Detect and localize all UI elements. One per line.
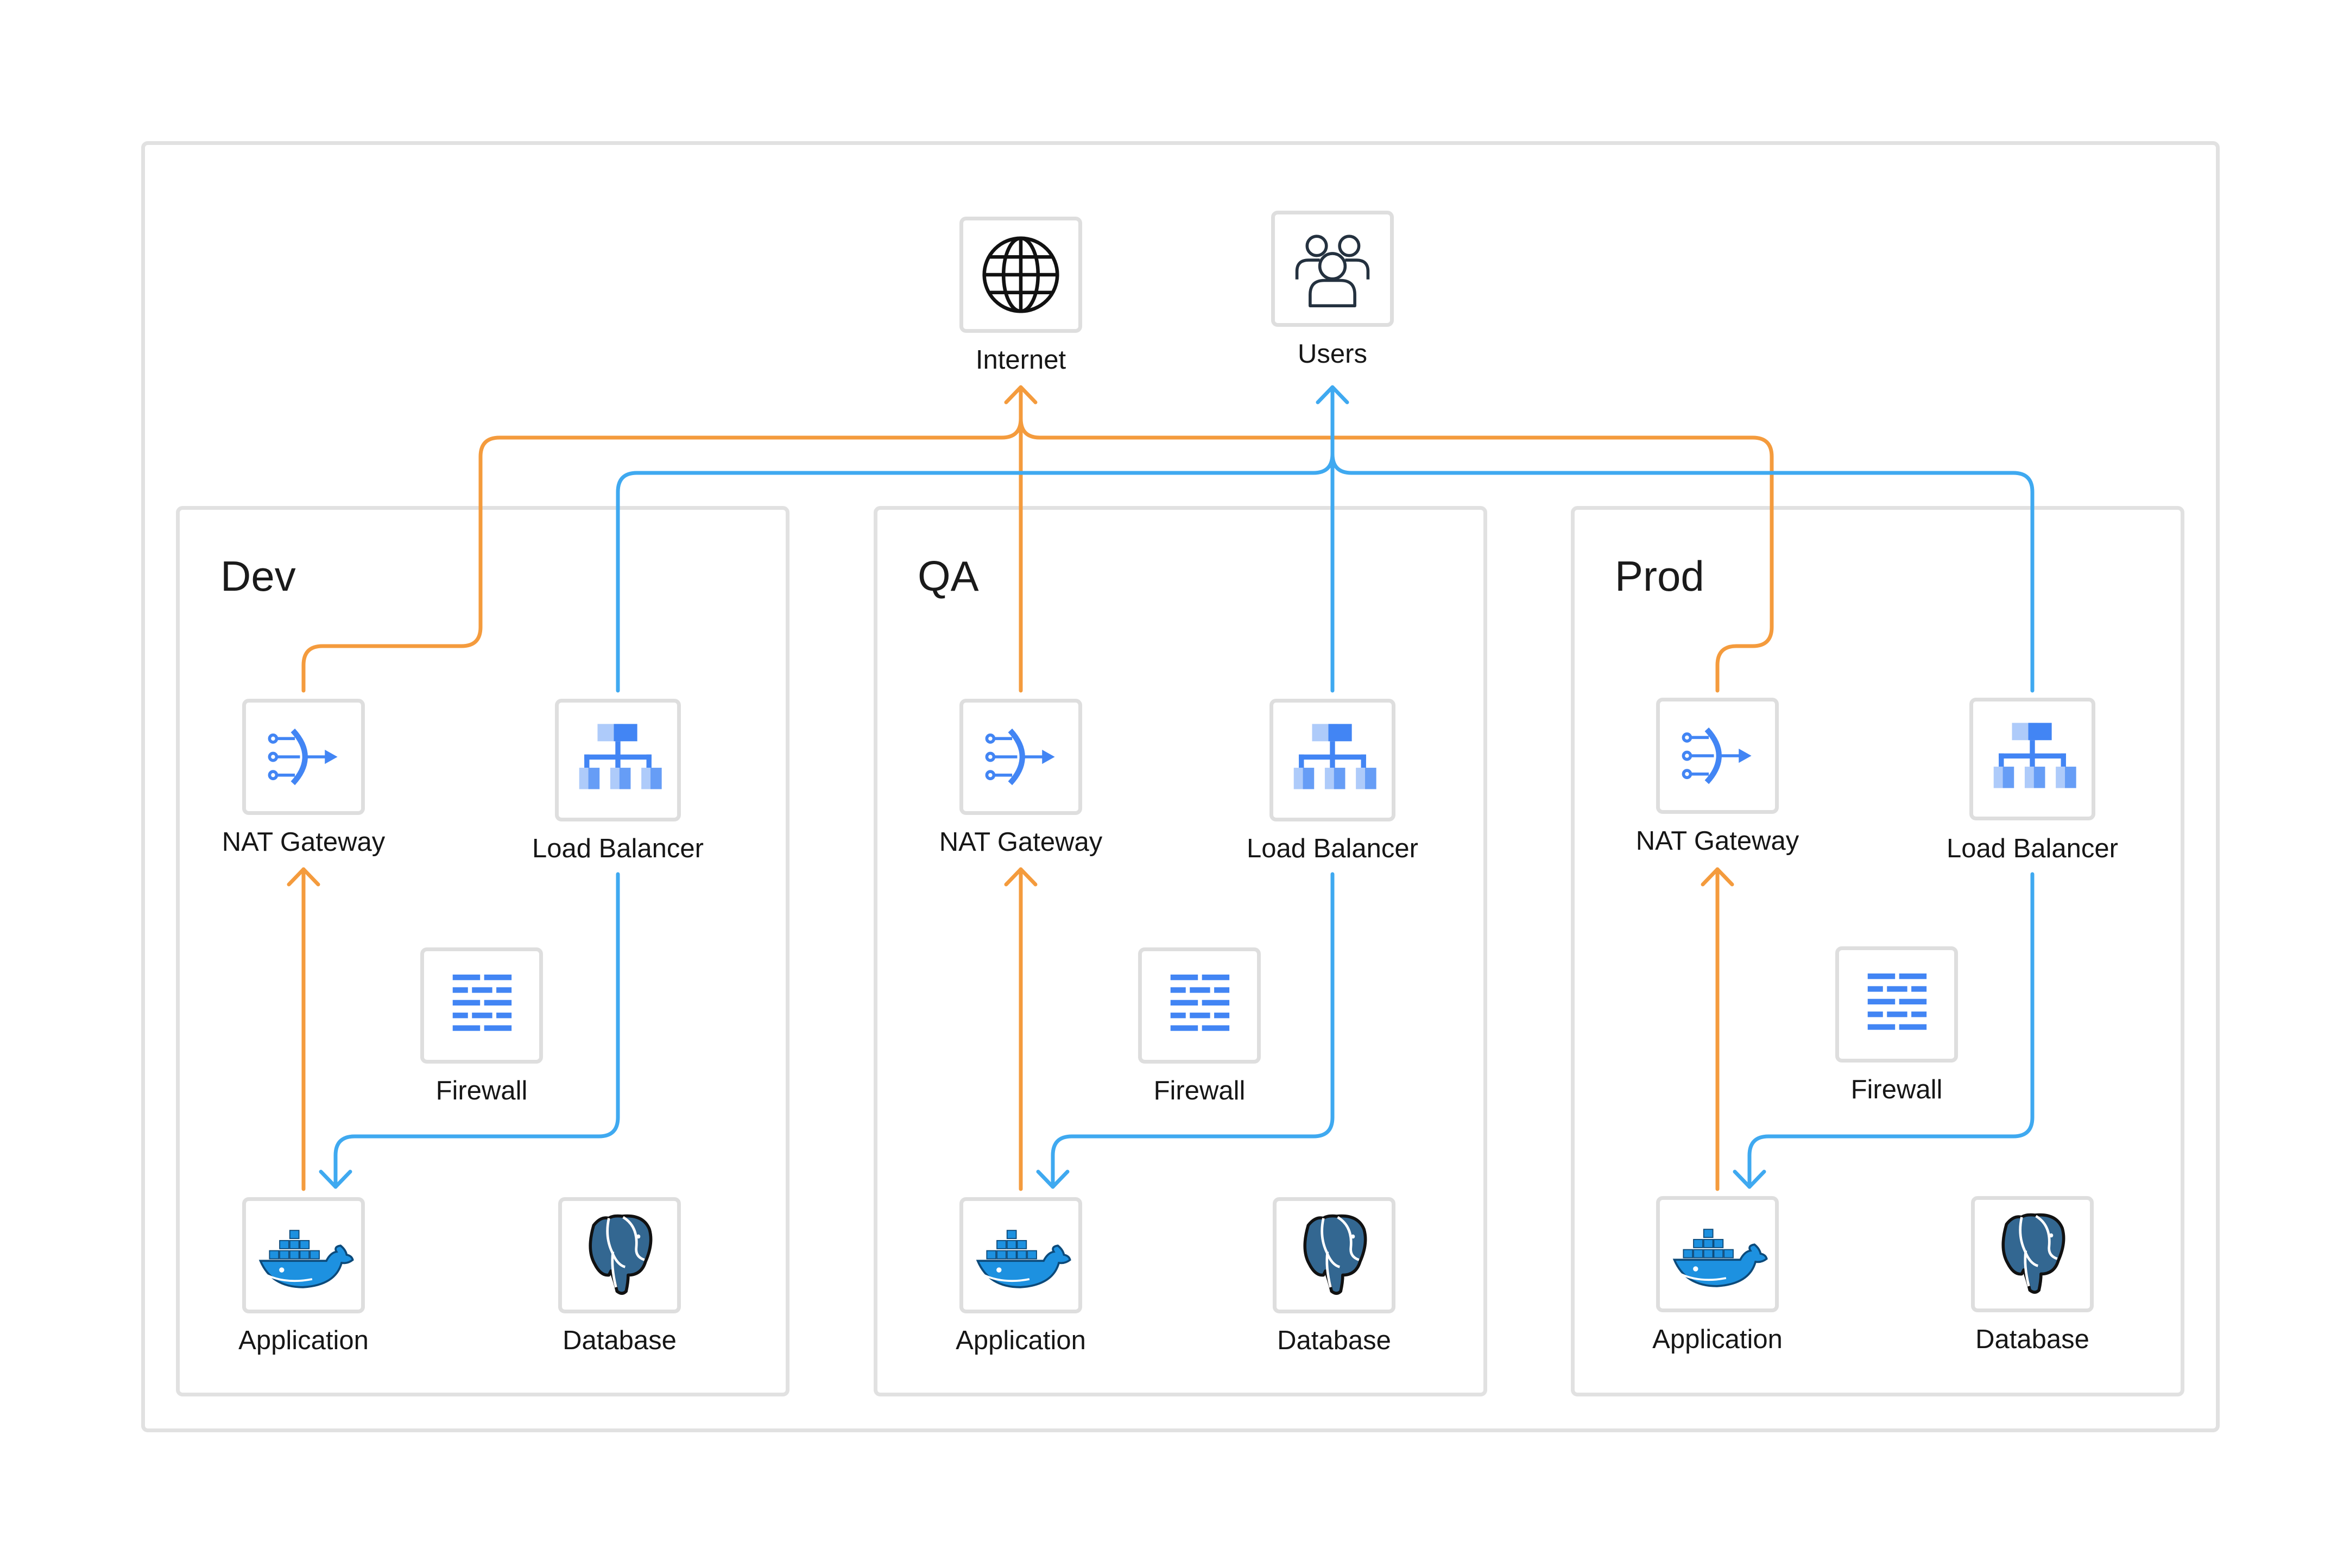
internet-arrowhead [1004,385,1038,404]
env-frame-prod [1571,506,2184,1396]
nat-gateway-tile-dev [242,699,365,815]
egress-path-prod [1019,416,1774,693]
load-balancer-tile-qa [1269,699,1395,821]
load-balancer-icon [1293,724,1376,789]
docker-whale-icon [1672,1229,1768,1287]
load-balancer-tile-dev [555,699,681,821]
firewall-tile-dev [420,947,543,1064]
env-title-qa: QA [918,552,979,600]
load-balancer-label-dev: Load Balancer [532,834,704,863]
postgresql-elephant-icon [1303,1214,1367,1295]
database-tile-prod [1971,1196,2094,1312]
nat-gateway-tile-qa [959,699,1082,815]
users-label: Users [1298,339,1367,369]
lb-to-app-qa [1051,872,1335,1189]
nat-gateway-label-prod: NAT Gateway [1635,826,1799,856]
nat-gateway-icon [268,728,338,786]
users-group-icon [1295,235,1370,308]
lb-to-app-prod-arrowhead [1733,1169,1766,1189]
database-label-prod: Database [1975,1325,2089,1354]
application-tile-dev [242,1197,365,1313]
application-label-prod: Application [1652,1325,1783,1354]
nat-gateway-tile-prod [1656,698,1779,814]
load-balancer-icon [579,724,662,789]
users-tile [1271,211,1394,327]
database-label-dev: Database [563,1326,677,1355]
lb-to-app-dev-arrowhead [319,1169,352,1189]
app-to-nat-dev-arrowhead [287,867,320,887]
application-tile-prod [1656,1196,1779,1312]
env-frame-dev [176,506,789,1396]
ingress-path-prod [1330,452,2035,693]
app-to-nat-qa-arrowhead [1004,867,1038,887]
firewall-icon [1867,973,1927,1030]
nat-gateway-icon [1682,727,1752,785]
env-title-dev: Dev [220,552,296,600]
database-tile-qa [1273,1197,1395,1313]
lb-to-app-dev [333,872,620,1189]
postgresql-elephant-icon [2001,1213,2065,1294]
internet-tile [959,217,1082,333]
docker-whale-icon [258,1230,354,1288]
postgresql-elephant-icon [589,1214,653,1295]
users-arrowhead [1316,385,1349,404]
firewall-label-dev: Firewall [435,1076,528,1105]
firewall-label-prod: Firewall [1850,1075,1943,1104]
globe-icon [982,236,1059,313]
load-balancer-label-qa: Load Balancer [1246,834,1418,863]
firewall-label-qa: Firewall [1153,1076,1246,1105]
outer-frame [141,141,2220,1432]
firewall-tile-prod [1835,946,1958,1063]
database-tile-dev [558,1197,681,1313]
env-title-prod: Prod [1615,552,1704,600]
lb-to-app-qa-arrowhead [1036,1169,1070,1189]
application-label-dev: Application [238,1326,369,1355]
env-frame-qa [874,506,1487,1396]
docker-whale-icon [976,1230,1071,1288]
load-balancer-tile-prod [1969,698,2095,820]
lb-to-app-prod [1747,872,2035,1189]
internet-label: Internet [975,345,1066,375]
firewall-tile-qa [1138,947,1261,1064]
application-tile-qa [959,1197,1082,1313]
application-label-qa: Application [956,1326,1086,1355]
egress-path-dev [301,386,1023,693]
app-to-nat-prod-arrowhead [1701,867,1734,887]
firewall-icon [1170,974,1230,1031]
nat-gateway-label-qa: NAT Gateway [939,827,1103,857]
nat-gateway-label-dev: NAT Gateway [222,827,386,857]
ingress-path-dev [616,386,1335,693]
load-balancer-icon [1993,723,2076,788]
load-balancer-label-prod: Load Balancer [1946,834,2118,863]
nat-gateway-icon [985,728,1055,786]
database-label-qa: Database [1277,1326,1391,1355]
firewall-icon [452,974,512,1031]
